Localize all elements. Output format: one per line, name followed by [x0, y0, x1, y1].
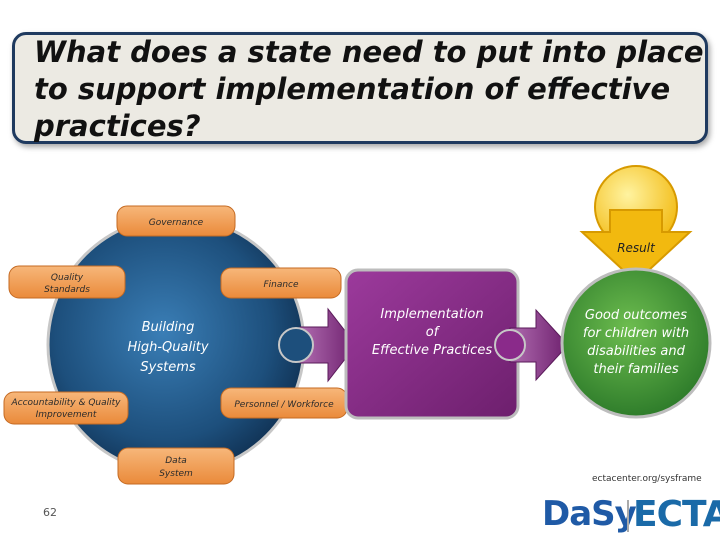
- outcome-line2: for children with: [583, 326, 689, 341]
- outcome-line1: Good outcomes: [585, 308, 687, 323]
- ecta-logo-text: ECTA: [633, 494, 720, 535]
- pill-accountability-line1: Accountability & Quality: [11, 398, 122, 408]
- pill-data-system-line2: System: [159, 469, 193, 479]
- center-label-line3: Systems: [140, 360, 195, 375]
- pill-quality-standards: Quality Standards: [8, 265, 126, 299]
- pill-accountability: Accountability & Quality Improvement: [3, 391, 129, 425]
- logo-divider: [627, 500, 629, 532]
- circle-center-label: Building High-Quality Systems: [127, 320, 208, 375]
- pill-governance: Governance: [116, 205, 236, 237]
- implementation-line3: Effective Practices: [372, 343, 492, 358]
- implementation-line1: Implementation: [380, 307, 483, 322]
- result-arrow: Result: [579, 165, 693, 284]
- implementation-box: Implementation of Effective Practices: [344, 268, 520, 420]
- implementation-line2: of: [426, 325, 441, 340]
- pill-finance-label: Finance: [263, 280, 299, 290]
- pill-quality-standards-line1: Quality: [51, 273, 84, 283]
- center-label-line2: High-Quality: [127, 340, 208, 355]
- pill-personnel-label: Personnel / Workforce: [234, 400, 334, 410]
- footer-url: ectacenter.org/sysframe: [592, 474, 702, 484]
- pill-accountability-line2: Improvement: [36, 410, 97, 420]
- connector-arrow-2: [494, 308, 569, 382]
- pill-governance-label: Governance: [149, 218, 204, 228]
- pill-data-system-line1: Data: [165, 456, 187, 466]
- result-label: Result: [617, 241, 656, 255]
- outcome-line4: their families: [593, 362, 678, 377]
- page-number: 62: [43, 506, 57, 519]
- outcome-line3: disabilities and: [587, 344, 686, 359]
- slide-title: What does a state need to put into place…: [34, 35, 704, 143]
- title-box: [12, 32, 708, 144]
- pill-finance: Finance: [220, 267, 342, 299]
- pill-quality-standards-line2: Standards: [44, 285, 90, 295]
- connector-arrow-1: [278, 307, 357, 383]
- pill-data-system: Data System: [117, 447, 235, 485]
- outcome-circle: Good outcomes for children with disabili…: [560, 267, 712, 419]
- dasy-logo-text: DaSy: [542, 494, 637, 534]
- center-label-line1: Building: [142, 320, 195, 335]
- ecta-logo: ECTA: [633, 494, 720, 535]
- dasy-logo: DaSy: [542, 494, 637, 534]
- pill-personnel: Personnel / Workforce: [220, 387, 348, 419]
